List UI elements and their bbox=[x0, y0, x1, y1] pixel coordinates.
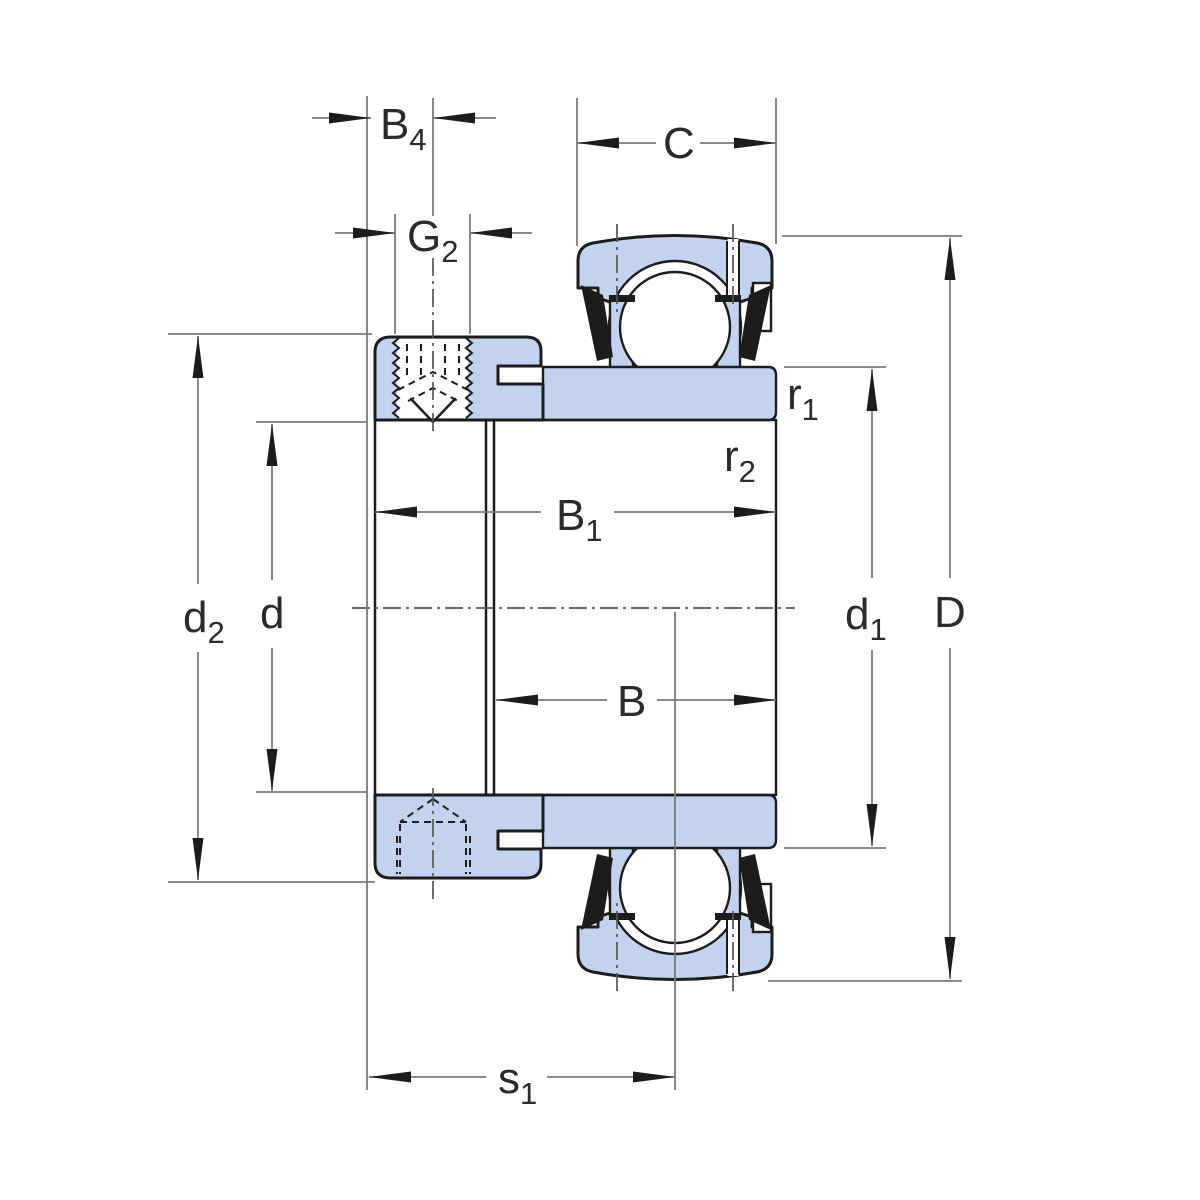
label-b: B bbox=[617, 677, 646, 726]
inner-ring-shoulder-bottom bbox=[541, 793, 778, 850]
label-g2: G2 bbox=[407, 212, 458, 269]
locking-collar-bottom bbox=[373, 793, 545, 880]
hidden-screw-hole bbox=[396, 798, 471, 874]
extension-lines bbox=[168, 96, 962, 1090]
label-b1: B1 bbox=[556, 491, 603, 548]
dimension-arrows bbox=[192, 112, 956, 1083]
label-r1: r1 bbox=[787, 370, 819, 427]
set-screw-hidden-lines bbox=[397, 344, 469, 402]
label-d: d bbox=[260, 589, 284, 638]
label-dd: D bbox=[934, 588, 966, 637]
label-r2: r2 bbox=[724, 432, 756, 489]
thread-left bbox=[391, 337, 401, 419]
label-d2: d2 bbox=[183, 593, 225, 650]
label-c: C bbox=[663, 119, 695, 168]
label-b4: B4 bbox=[380, 100, 427, 157]
label-s1: s1 bbox=[498, 1054, 537, 1111]
thread-right bbox=[464, 337, 474, 419]
label-d1: d1 bbox=[845, 590, 887, 647]
bore-surface-lines bbox=[373, 418, 778, 797]
inner-ring-shoulder-top bbox=[541, 365, 778, 422]
